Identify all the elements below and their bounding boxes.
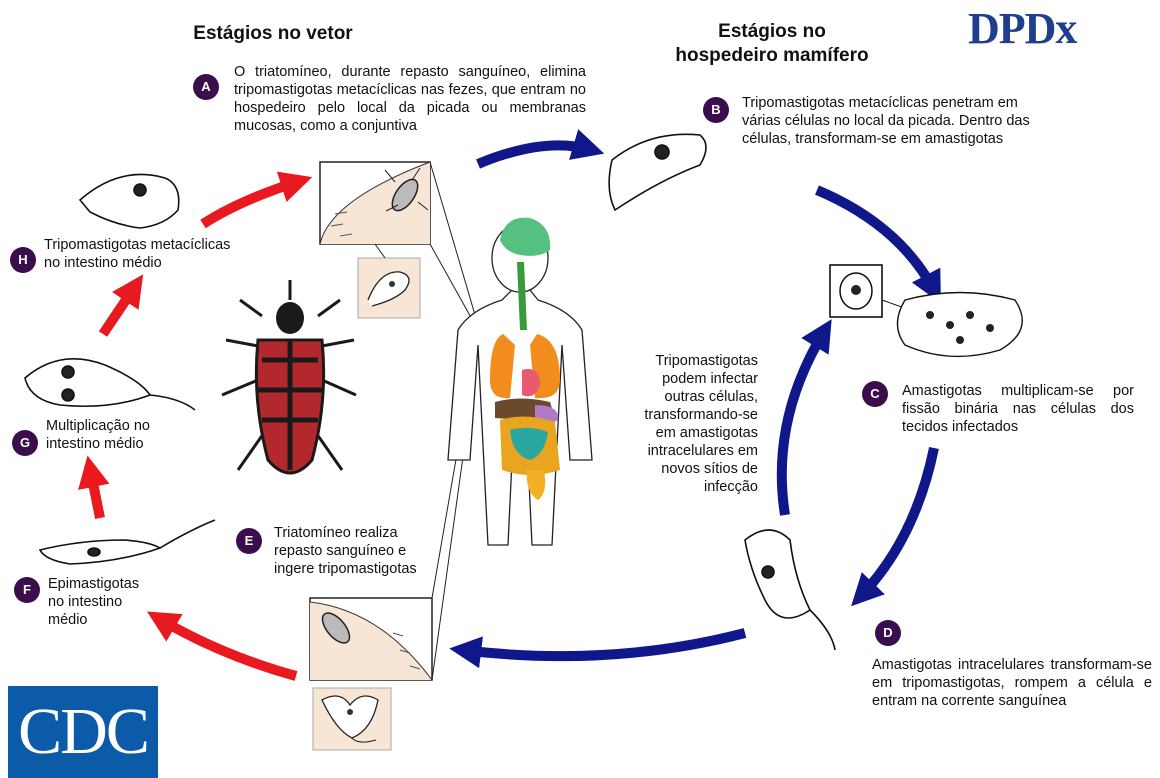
arrow-e-to-f <box>158 618 296 676</box>
stage-text-d: Amastigotas intracelulares transformam-s… <box>872 656 1152 710</box>
stage-text-a: O triatomíneo, durante repasto sanguíneo… <box>234 63 586 135</box>
epimastigote-f <box>40 520 215 564</box>
trypomastigote-h <box>80 174 179 228</box>
arrow-c-to-d <box>860 448 934 597</box>
arrow-h-to-a <box>203 181 300 224</box>
arrow-a-to-b <box>478 145 592 164</box>
stage-badge-f: F <box>14 577 40 603</box>
inset-bite-top <box>320 162 430 318</box>
arrow-g-to-h <box>103 285 136 334</box>
stage-badge-d: D <box>875 620 901 646</box>
arrow-d-to-e <box>462 633 745 656</box>
arrow-f-to-g <box>90 468 100 518</box>
stage-text-b: Tripomastigotas metacíclicas penetram em… <box>742 94 1042 148</box>
reinfection-note: Tripomastigotas podem infectar outras cé… <box>628 352 758 496</box>
trypomastigote-b <box>609 134 706 210</box>
human-body-figure <box>448 218 592 545</box>
stage-badge-h: H <box>10 247 36 273</box>
epimastigote-g <box>25 359 195 410</box>
stage-text-e: Triatomíneo realiza repasto sanguíneo e … <box>274 524 449 578</box>
stage-badge-e: E <box>236 528 262 554</box>
cdc-logo: CDC <box>8 686 158 778</box>
stage-badge-a: A <box>193 74 219 100</box>
host-stages-heading: Estágios no hospedeiro mamífero <box>672 20 872 68</box>
stage-badge-g: G <box>12 430 38 456</box>
inset-bite-bottom <box>310 598 432 750</box>
stage-text-f: Epimastigotas no intestino médio <box>48 575 153 629</box>
dpdx-logo: DPDx <box>968 4 1076 54</box>
stage-badge-c: C <box>862 381 888 407</box>
stage-text-g: Multiplicação no intestino médio <box>46 417 206 453</box>
triatomine-bug-illustration <box>222 280 356 473</box>
vector-stages-heading: Estágios no vetor <box>158 22 388 46</box>
stage-badge-b: B <box>703 97 729 123</box>
arrow-d-to-c-reinfection <box>782 330 825 515</box>
trypomastigote-d <box>745 530 835 650</box>
stage-text-h: Tripomastigotas metacíclicas no intestin… <box>44 236 244 272</box>
stage-text-c: Amastigotas multiplicam-se por fissão bi… <box>902 382 1134 436</box>
